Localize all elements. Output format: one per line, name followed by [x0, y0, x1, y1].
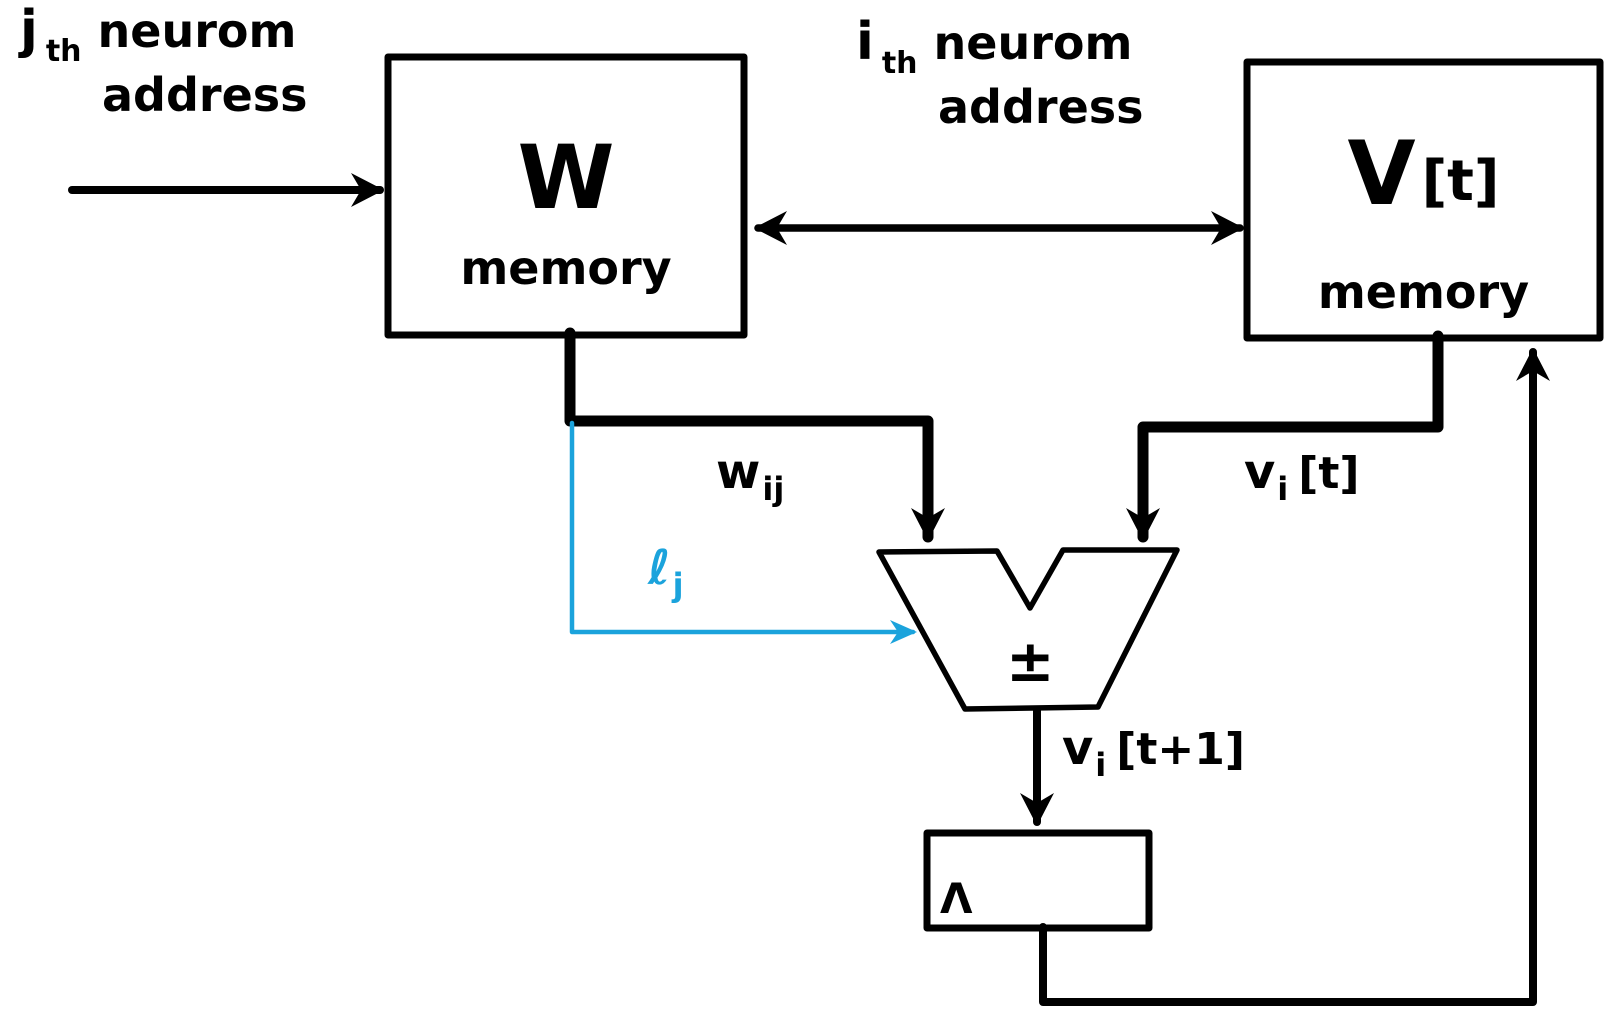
i-word-address: address — [938, 80, 1144, 134]
wij-arrow — [564, 327, 945, 543]
wij-label: wij — [716, 446, 784, 507]
event-arrow — [569, 420, 917, 644]
w-memory-caption: memory — [460, 241, 672, 295]
register-clock-icon: Λ — [940, 874, 973, 923]
wij-sub: ij — [762, 470, 785, 508]
wij-base: w — [716, 444, 761, 500]
vit-rest: [t] — [1298, 448, 1360, 499]
vit-arrow — [1126, 330, 1444, 543]
j-index: j — [20, 0, 38, 60]
register-box — [923, 829, 1153, 932]
vit1-label: vi[t+1] — [1062, 722, 1245, 783]
vit-label: vi[t] — [1244, 446, 1360, 507]
vit1-sub: i — [1095, 746, 1107, 784]
j-word-address: address — [102, 68, 308, 122]
feedback-arrow — [1039, 348, 1550, 1006]
v-memory-label: V[t] memory — [1247, 124, 1600, 319]
vit-sub: i — [1277, 470, 1289, 508]
v-memory-caption: memory — [1317, 265, 1530, 319]
w-memory-label: W memory — [388, 126, 744, 295]
ink-strokes — [68, 53, 1604, 1006]
alu-shape — [876, 547, 1180, 712]
v-memory-symbol-suffix: [t] — [1421, 149, 1500, 214]
vit-base: v — [1244, 444, 1276, 500]
v-memory-box — [1243, 58, 1604, 342]
alu-operator: ± — [1006, 627, 1055, 695]
event-sub: j — [672, 566, 684, 604]
i-word-neuron: neurom — [933, 16, 1133, 70]
v-memory-symbol: V[t] — [1247, 124, 1600, 232]
vit1-base: v — [1062, 720, 1094, 776]
j-word-neuron: neurom — [97, 4, 297, 58]
w-memory-symbol: W — [517, 126, 615, 229]
event-base: ℓ — [648, 540, 671, 596]
v-memory-symbol-main: V — [1347, 122, 1416, 225]
event-label: ℓj — [648, 542, 684, 603]
vit1-rest: [t+1] — [1116, 724, 1245, 775]
w-memory-box — [384, 53, 748, 339]
i-index: i — [856, 12, 874, 72]
j-index-suffix: th — [45, 34, 82, 69]
i-index-suffix: th — [881, 46, 918, 81]
